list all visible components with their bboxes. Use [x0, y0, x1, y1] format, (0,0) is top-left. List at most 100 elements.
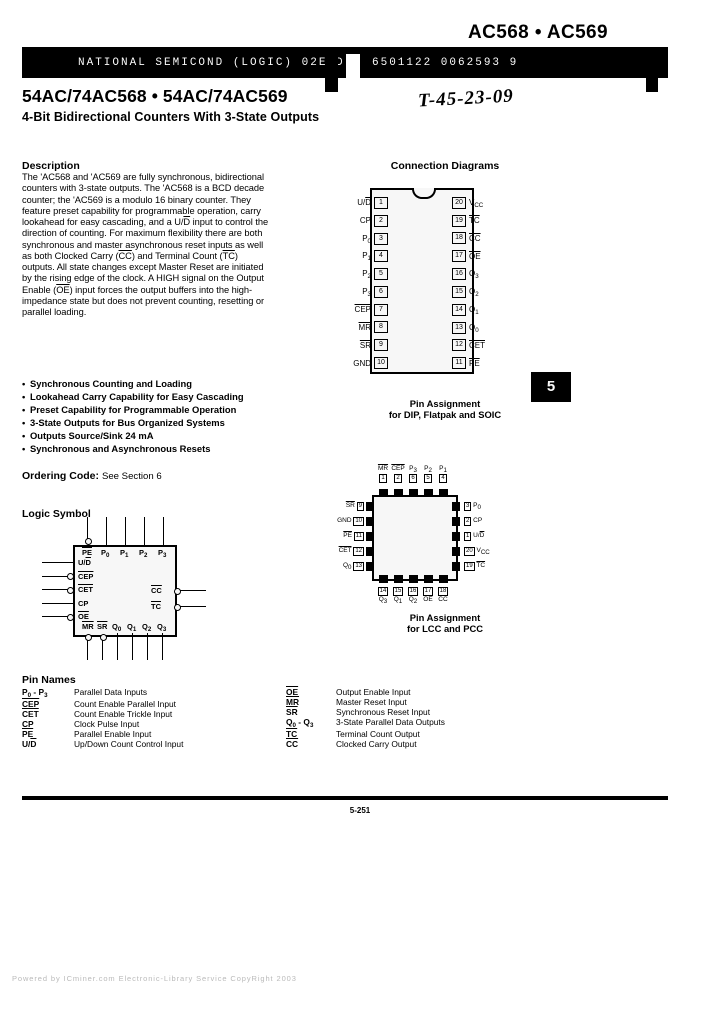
lcc-pad-top — [409, 489, 418, 497]
pin-name-symbol: CC — [286, 739, 299, 750]
pin-name-symbol: CET — [22, 709, 39, 720]
pin-name-description: Parallel Enable Input — [74, 729, 152, 740]
logic-bottom-wire — [117, 633, 119, 660]
pin-name-description: Count Enable Parallel Input — [74, 699, 176, 710]
logic-inversion-bubble — [85, 538, 92, 545]
features-list: •Synchronous Counting and Loading•Lookah… — [22, 378, 280, 455]
lcc-pad-top — [394, 489, 403, 497]
logic-left-label: CP — [78, 598, 89, 608]
lcc-pad-top — [379, 489, 388, 497]
lcc-pad-top — [424, 489, 433, 497]
pin-name-description: Synchronous Reset Input — [336, 707, 431, 718]
pin-name-description: Clock Pulse Input — [74, 719, 140, 730]
ordering-code-value: See Section 6 — [101, 471, 162, 482]
lcc-label-top-1: MR — [377, 465, 389, 472]
pin-name-description: 3-State Parallel Data Outputs — [336, 717, 445, 728]
lcc-label-left-11: PE 11 — [343, 532, 364, 541]
section-tab: 5 — [531, 372, 571, 402]
pin-name-description: Clocked Carry Output — [336, 739, 417, 750]
page-header-part-numbers: AC568 • AC569 — [468, 22, 608, 43]
lcc-pad-left — [366, 547, 374, 556]
logic-bottom-label: SR — [97, 622, 108, 631]
logic-top-label: P1 — [120, 548, 129, 559]
logic-bottom-label: Q0 — [112, 622, 122, 633]
logic-bottom-label: MR — [82, 622, 94, 631]
logic-bottom-label: Q1 — [127, 622, 137, 633]
logic-bottom-wire — [147, 633, 149, 660]
barcode-strip: NATIONAL SEMICOND (LOGIC) 02E D 6501122 … — [22, 54, 668, 78]
lcc-pad-right — [452, 532, 460, 541]
dip-caption-line1: Pin Assignment — [409, 398, 481, 409]
description-body: The 'AC568 and 'AC569 are fully synchron… — [22, 172, 269, 317]
ordering-code: Ordering Code: See Section 6 — [22, 470, 162, 482]
pin-name-symbol: SR — [286, 707, 298, 718]
lcc-label-bottom-14: Q3 — [378, 596, 388, 605]
barcode-marker-right — [646, 54, 658, 92]
handwritten-annotation: T-45-23-09 — [417, 85, 515, 112]
lcc-label-left-12: CET 12 — [338, 547, 364, 556]
page-number: 5-251 — [349, 806, 371, 815]
logic-inversion-bubble — [67, 573, 74, 581]
pin-name-symbol: PE — [22, 729, 34, 740]
lcc-label-bottom-16: Q2 — [408, 596, 418, 605]
lcc-pinnum-top-2: 2 — [394, 474, 402, 483]
lcc-pinnum-bottom-17: 17 — [422, 587, 434, 596]
lcc-label-left-9: SR 9 — [345, 502, 364, 511]
ordering-code-label: Ordering Code: — [22, 470, 100, 482]
pin-name-symbol: TC — [286, 729, 298, 740]
lcc-caption-line1: Pin Assignment — [409, 612, 481, 623]
logic-top-wire — [87, 517, 89, 539]
feature-item: •Synchronous Counting and Loading — [22, 378, 192, 389]
logic-top-wire — [144, 517, 146, 545]
lcc-label-right-20: 20 VCC — [464, 547, 490, 556]
logic-inversion-bubble — [67, 613, 74, 621]
pin-name-description: Up/Down Count Control Input — [74, 739, 184, 750]
dip-notch-icon — [412, 188, 436, 199]
lcc-pad-left — [366, 502, 374, 511]
barcode-marker-left — [325, 54, 338, 92]
lcc-pad-left — [366, 562, 374, 571]
lcc-pad-top — [439, 489, 448, 497]
lcc-package-outline — [372, 495, 458, 581]
connection-diagrams-heading: Connection Diagrams — [390, 160, 500, 172]
pin-name-symbol: MR — [286, 697, 300, 708]
logic-top-wire — [125, 517, 127, 545]
logic-bottom-wire — [132, 633, 134, 660]
lcc-pad-bottom — [424, 575, 433, 583]
feature-item: •Lookahead Carry Capability for Easy Cas… — [22, 390, 244, 402]
lcc-caption: Pin Assignment for LCC and PCC — [350, 612, 540, 634]
logic-bottom-wire — [102, 638, 104, 660]
lcc-label-bottom-15: Q1 — [393, 596, 403, 605]
logic-bottom-label: Q2 — [142, 622, 152, 633]
lcc-pad-bottom — [379, 575, 388, 583]
barcode-block-right — [360, 54, 668, 78]
logic-symbol-box — [73, 545, 177, 637]
footer-rule — [22, 796, 668, 800]
lcc-label-top-2: CEP — [391, 465, 405, 472]
logic-left-label: CET — [78, 585, 93, 594]
dip-caption-line2: for DIP, Flatpak and SOIC — [388, 409, 502, 420]
lcc-pinnum-top-5: 5 — [424, 474, 432, 483]
pin-name-description: Output Enable Input — [336, 687, 411, 697]
barcode-text-right: 6501122 0062593 9 — [372, 57, 519, 69]
logic-left-wire — [42, 562, 73, 564]
